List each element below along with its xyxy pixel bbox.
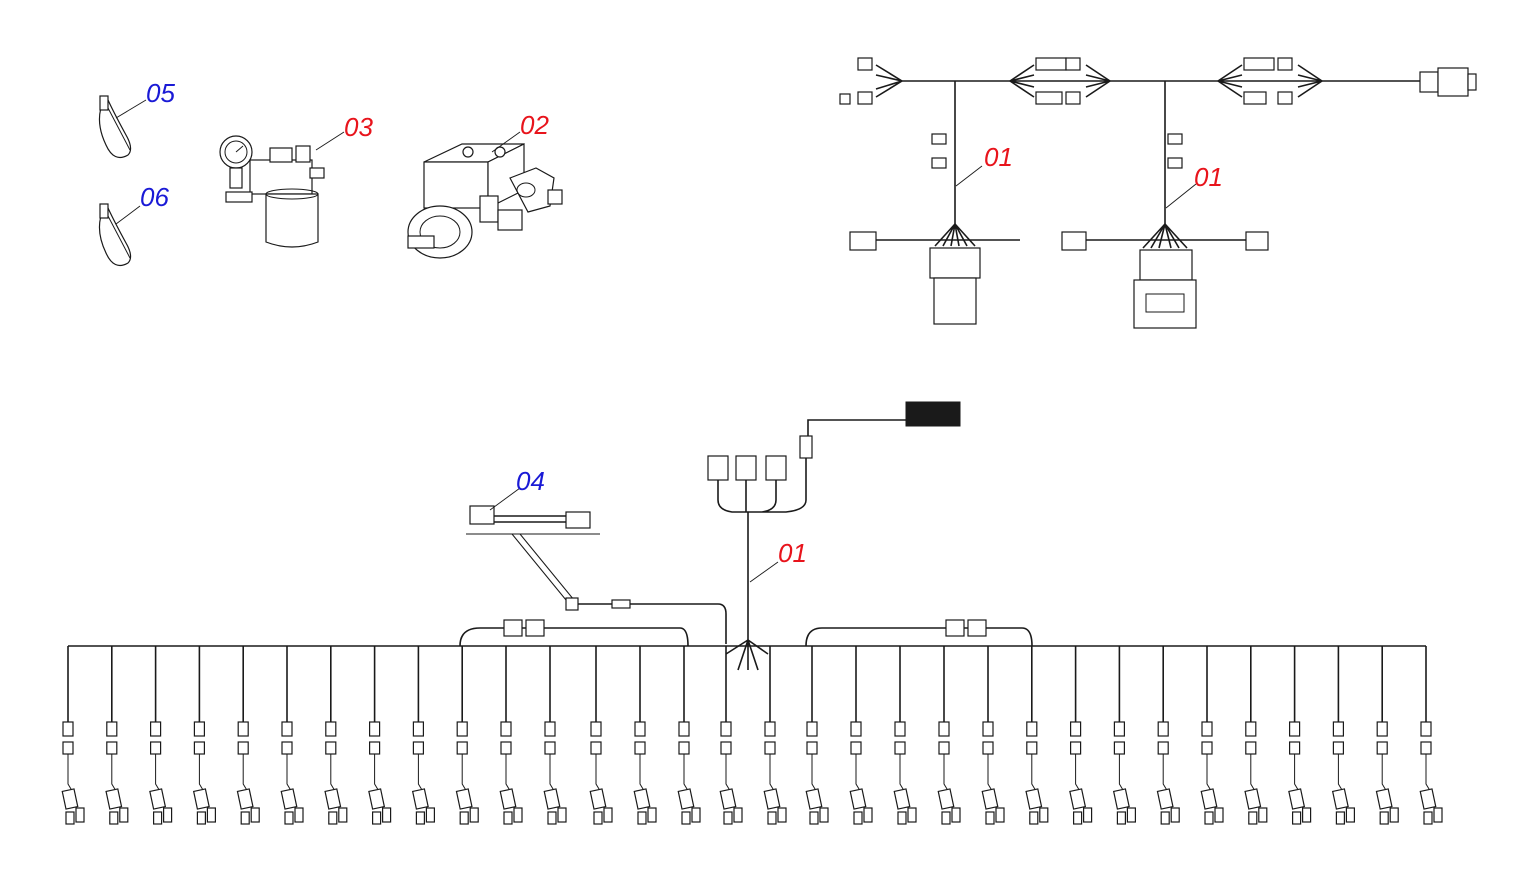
nozzle-drop bbox=[1288, 646, 1312, 825]
label-05: 05 bbox=[146, 78, 175, 108]
nozzle-drop bbox=[633, 646, 657, 825]
cable-tie-06 bbox=[98, 203, 132, 266]
adapter-cable-04 bbox=[466, 505, 600, 601]
nozzle-drop bbox=[149, 646, 173, 825]
nozzle-drop bbox=[805, 646, 829, 825]
label-02: 02 bbox=[520, 110, 549, 140]
nozzle-drop bbox=[455, 646, 479, 825]
nozzle-drop bbox=[1069, 646, 1093, 825]
label-04: 04 bbox=[516, 466, 545, 496]
nozzle-drop bbox=[1419, 646, 1443, 825]
nozzle-drop bbox=[677, 646, 701, 825]
cable-tie-05 bbox=[98, 95, 132, 158]
nozzle-drop bbox=[849, 646, 873, 825]
nozzle-drop bbox=[543, 646, 567, 825]
nozzle-drop bbox=[1156, 646, 1180, 825]
nozzle-drop bbox=[1200, 646, 1224, 825]
pressure-filter-03 bbox=[219, 135, 325, 248]
nozzle-drop bbox=[893, 646, 917, 825]
label-01-harness-left: 01 bbox=[984, 142, 1013, 172]
nozzle-drop bbox=[589, 646, 613, 825]
nozzle-drop bbox=[324, 646, 348, 825]
nozzle-drop bbox=[763, 646, 787, 825]
nozzle-drop bbox=[1112, 646, 1137, 825]
label-06: 06 bbox=[140, 182, 169, 212]
nozzle-drop bbox=[1025, 646, 1049, 825]
nozzle-drop bbox=[236, 646, 260, 825]
label-03: 03 bbox=[344, 112, 373, 142]
nozzle-drop bbox=[1244, 646, 1268, 825]
nozzle-drop bbox=[937, 646, 961, 825]
nozzle-drop bbox=[368, 646, 392, 825]
nozzle-drop bbox=[499, 646, 523, 825]
nozzle-drop bbox=[411, 646, 435, 825]
nozzle-drop bbox=[1375, 646, 1399, 825]
nozzle-drops bbox=[61, 646, 1443, 825]
label-01-harness-right: 01 bbox=[1194, 162, 1223, 192]
hydraulic-valve-02 bbox=[407, 143, 563, 259]
nozzle-drop bbox=[61, 646, 85, 825]
label-01-boom: 01 bbox=[778, 538, 807, 568]
boom-harness bbox=[68, 401, 1426, 671]
nozzle-drop bbox=[981, 646, 1005, 825]
control-harness bbox=[839, 57, 1477, 329]
nozzle-drop bbox=[192, 646, 216, 825]
nozzle-drop bbox=[105, 646, 129, 825]
nozzle-drop bbox=[1331, 646, 1356, 825]
nozzle-drop bbox=[719, 646, 743, 825]
nozzle-drop bbox=[280, 646, 304, 825]
